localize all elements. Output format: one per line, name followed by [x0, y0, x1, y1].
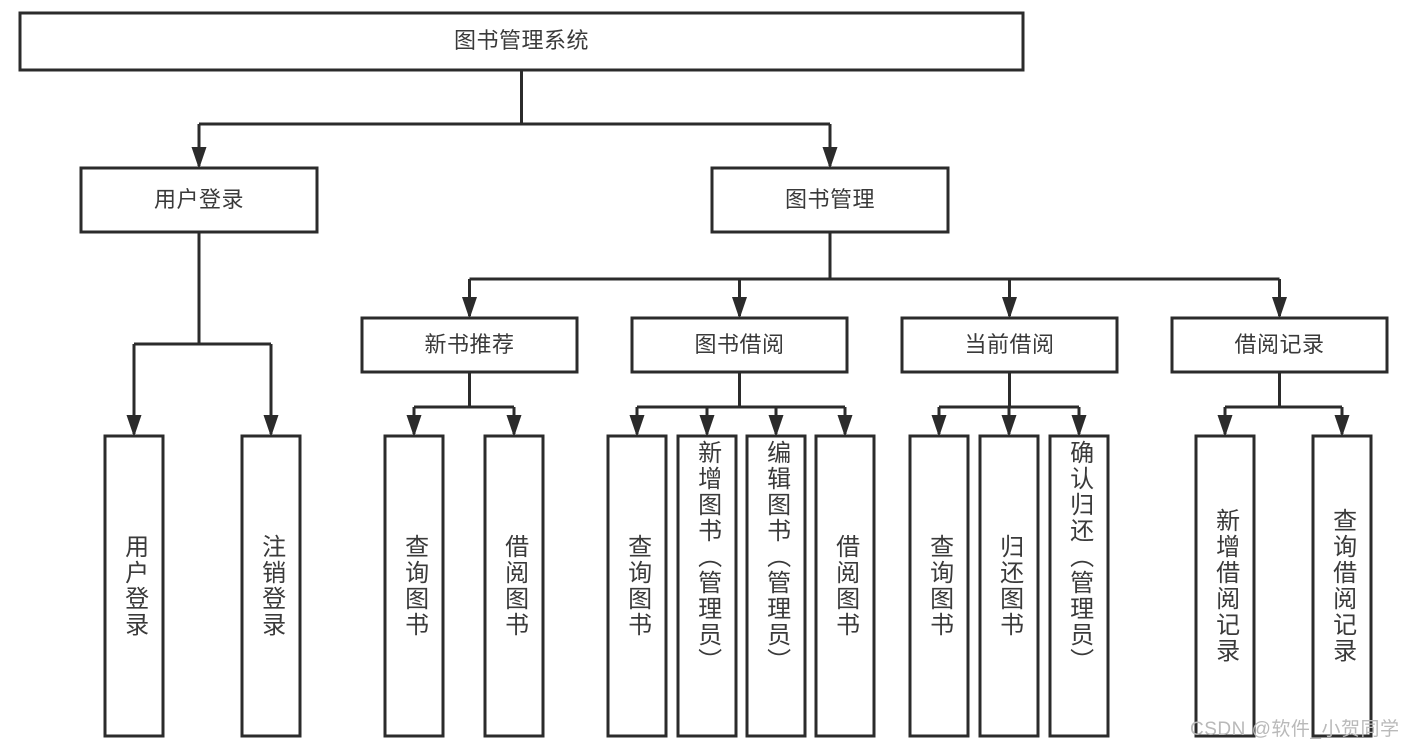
node-box-l4-rec-query[interactable] [1311, 434, 1373, 738]
node-box-l4-bw-query[interactable] [606, 434, 668, 738]
arrow-head-icon [191, 147, 207, 169]
node-box-l2-bookmgmt[interactable] [710, 166, 950, 234]
node-box-layer [18, 11, 1389, 738]
node-box-l3-current[interactable] [900, 316, 1119, 374]
arrow-head-icon [406, 415, 422, 437]
node-box-l4-cu-return[interactable] [978, 434, 1040, 738]
arrow-head-icon [263, 415, 279, 437]
arrow-head-icon [822, 147, 838, 169]
arrow-head-icon [506, 415, 522, 437]
arrow-head-icon [1334, 415, 1350, 437]
arrow-head-icon [1272, 297, 1287, 319]
arrow-head-icon [462, 297, 477, 319]
arrow-head-icon [931, 415, 947, 437]
node-box-l4-bw-add[interactable] [676, 434, 738, 738]
node-box-l3-record[interactable] [1170, 316, 1389, 374]
node-box-l4-userlogin[interactable] [103, 434, 165, 738]
node-box-l3-borrow[interactable] [630, 316, 849, 374]
node-box-l4-nb-query[interactable] [383, 434, 445, 738]
node-box-l4-cu-query[interactable] [908, 434, 970, 738]
arrow-head-icon [1001, 415, 1017, 437]
node-box-l4-logout[interactable] [240, 434, 302, 738]
node-box-l4-bw-borrow[interactable] [814, 434, 876, 738]
node-box-root[interactable] [18, 11, 1025, 72]
arrow-head-icon [629, 415, 645, 437]
node-box-l4-nb-borrow[interactable] [483, 434, 545, 738]
arrow-head-icon [699, 415, 715, 437]
node-box-l3-newbook[interactable] [360, 316, 579, 374]
arrow-head-icon [126, 415, 142, 437]
node-box-l4-cu-confirm[interactable] [1048, 434, 1110, 738]
node-box-l2-login[interactable] [79, 166, 319, 234]
arrow-head-icon [1071, 415, 1087, 437]
arrow-head-icon [837, 415, 853, 437]
arrow-head-icon [732, 297, 747, 319]
arrow-head-icon [1002, 297, 1017, 319]
arrow-head-icon [1217, 415, 1233, 437]
arrow-head-icon [768, 415, 784, 437]
node-box-l4-rec-add[interactable] [1194, 434, 1256, 738]
node-box-l4-bw-edit[interactable] [745, 434, 807, 738]
connector-layer [126, 70, 1350, 437]
